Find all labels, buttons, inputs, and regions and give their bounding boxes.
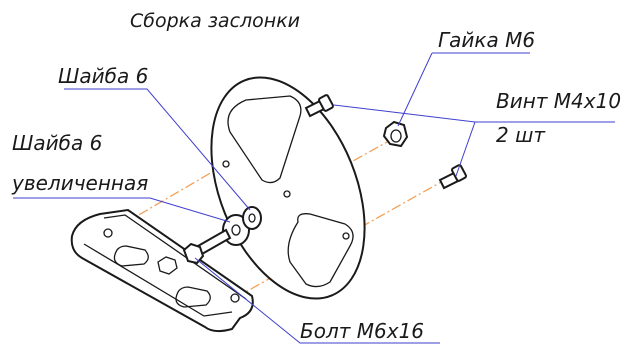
label-washer: Шайба 6 <box>58 64 148 88</box>
bracket-hole-lower <box>230 293 240 303</box>
screw-upper-part <box>304 94 334 118</box>
bolt-part <box>182 228 232 265</box>
label-nut: Гайка М6 <box>438 28 535 52</box>
bracket-hex-hole <box>157 256 178 275</box>
label-screw-line2: 2 шт <box>496 123 546 147</box>
disc-hole-lower <box>342 232 350 240</box>
bracket-slot-right <box>175 286 211 308</box>
leader-screw-right <box>455 121 476 177</box>
disc-window-lower <box>287 213 354 288</box>
bracket-hole-upper <box>103 228 113 238</box>
label-screw-line1: Винт М4х10 <box>496 89 621 113</box>
disc-hole-upper <box>222 160 230 168</box>
bracket-plate <box>70 208 254 333</box>
leader-washer <box>64 88 251 211</box>
label-washer-big-line1: Шайба 6 <box>12 131 102 155</box>
damper-disc <box>210 76 366 300</box>
nut-part <box>382 120 409 148</box>
leader-washer-big <box>13 197 231 223</box>
washer-small-part <box>242 206 262 230</box>
leader-bolt <box>194 257 440 344</box>
disc-hole-center <box>283 190 291 198</box>
label-washer-big-line2: увеличенная <box>11 171 148 195</box>
leader-lines <box>13 52 615 344</box>
drawing-title: Сборка заслонки <box>130 10 300 32</box>
bracket-slot-left <box>113 245 149 267</box>
leader-screw-upper <box>333 104 476 123</box>
screw-right-part <box>438 164 467 190</box>
label-bolt: Болт М6х16 <box>300 319 424 343</box>
disc-window-upper <box>227 95 302 184</box>
